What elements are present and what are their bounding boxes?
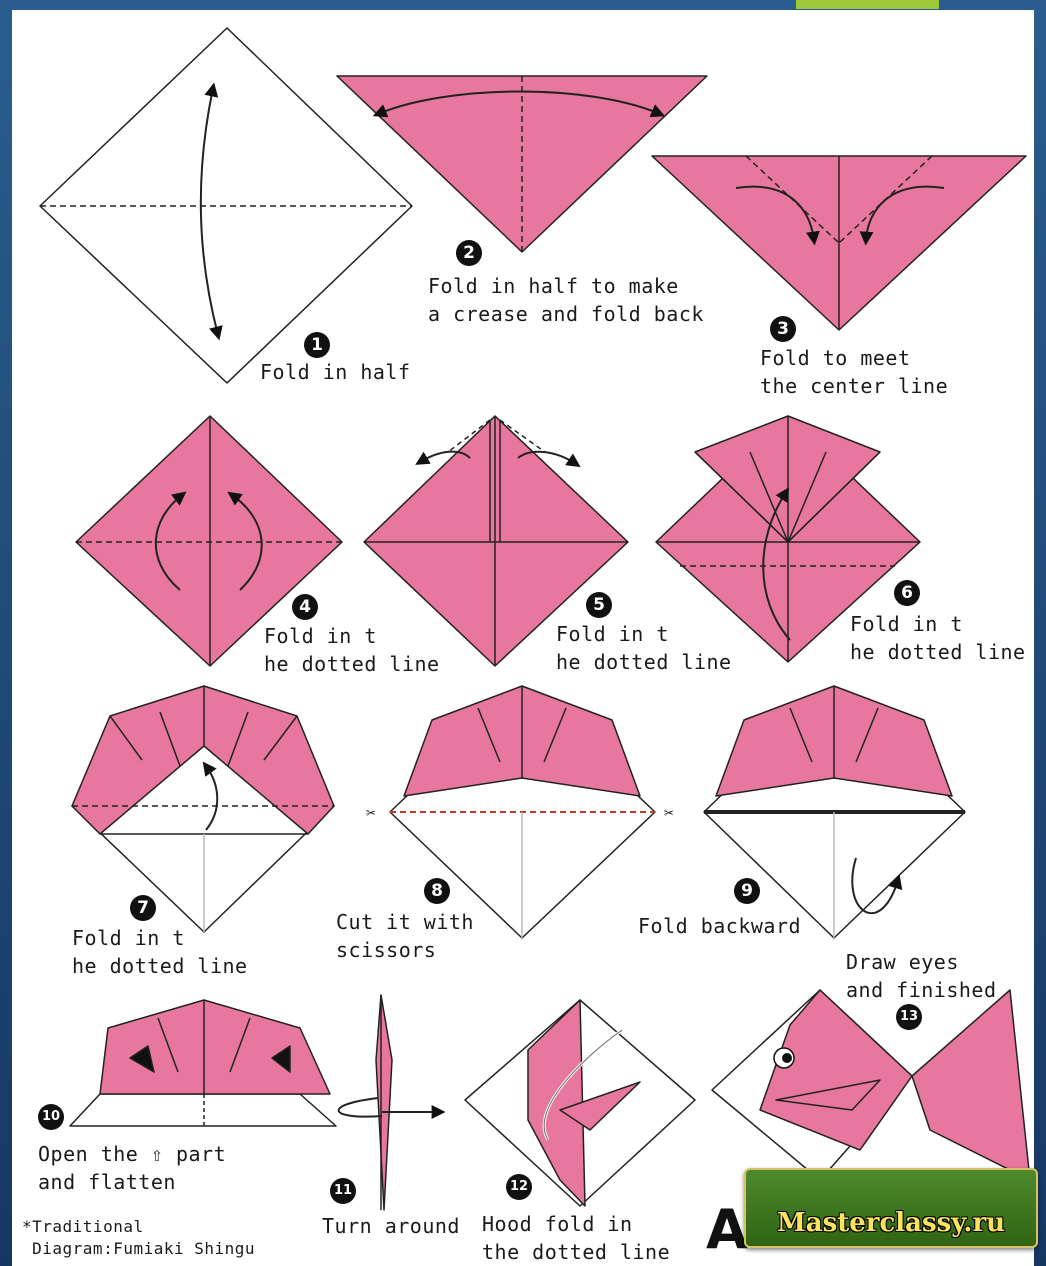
step-12-caption: Hood fold in the dotted line bbox=[482, 1210, 670, 1266]
step-1-caption: Fold in half bbox=[260, 358, 411, 386]
step-3-number: 3 bbox=[770, 316, 796, 342]
step-3-figure bbox=[652, 156, 1026, 330]
step-8-number: 8 bbox=[424, 878, 450, 904]
step-6-number: 6 bbox=[894, 580, 920, 606]
step-6-caption: Fold in t he dotted line bbox=[850, 610, 1026, 666]
step-5-number: 5 bbox=[586, 592, 612, 618]
step-7-number: 7 bbox=[130, 895, 156, 921]
step-9-number: 9 bbox=[734, 878, 760, 904]
step-8-figure: ✂ ✂ bbox=[366, 686, 674, 938]
step-13-number: 13 bbox=[896, 1004, 922, 1030]
credit-line-1: *Traditional bbox=[22, 1216, 144, 1238]
step-11-caption: Turn around bbox=[322, 1212, 460, 1240]
svg-text:✂: ✂ bbox=[664, 803, 674, 822]
step-10-figure bbox=[70, 1000, 336, 1126]
step-12-number: 12 bbox=[506, 1174, 532, 1200]
step-2-number: 2 bbox=[456, 240, 482, 266]
step-10-number: 10 bbox=[38, 1104, 64, 1130]
step-13-figure bbox=[712, 990, 1030, 1180]
step-2-caption: Fold in half to make a crease and fold b… bbox=[428, 272, 704, 328]
step-8-caption: Cut it with scissors bbox=[336, 908, 474, 964]
step-13-caption: Draw eyes and finished bbox=[846, 948, 997, 1004]
step-7-caption: Fold in t he dotted line bbox=[72, 924, 248, 980]
step-11-number: 11 bbox=[330, 1178, 356, 1204]
step-10-caption: Open the ⇧ part and flatten bbox=[38, 1140, 226, 1196]
step-9-caption: Fold backward bbox=[638, 912, 801, 940]
step-1-number: 1 bbox=[304, 332, 330, 358]
step-4-number: 4 bbox=[292, 594, 318, 620]
step-3-caption: Fold to meet the center line bbox=[760, 344, 948, 400]
masterclassy-badge[interactable]: Masterclassy.ru bbox=[744, 1168, 1038, 1248]
credit-line-2: Diagram:Fumiaki Shingu bbox=[22, 1238, 255, 1260]
svg-text:✂: ✂ bbox=[366, 803, 376, 822]
step-12-figure bbox=[465, 1000, 695, 1206]
step-4-caption: Fold in t he dotted line bbox=[264, 622, 440, 678]
step-11-figure bbox=[339, 995, 440, 1210]
step-5-caption: Fold in t he dotted line bbox=[556, 620, 732, 676]
badge-text: Masterclassy.ru bbox=[746, 1208, 1036, 1238]
step-7-figure bbox=[72, 686, 334, 932]
